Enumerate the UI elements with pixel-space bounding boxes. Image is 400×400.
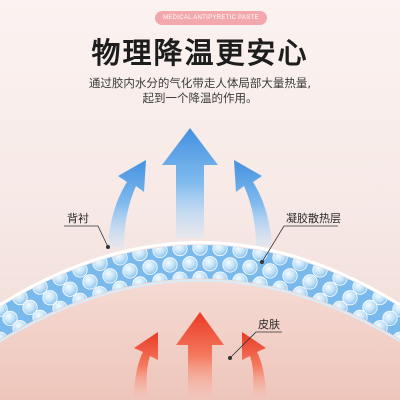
label-skin: 皮肤: [258, 318, 280, 331]
cool-arrow-center: [162, 128, 218, 238]
product-badge: MEDICAL ANTIPYRETIC PASTE: [155, 11, 267, 25]
gel-bubble: [242, 259, 258, 275]
description-line-1: 通过胶内水分的气化带走人体局部大量热量,: [88, 76, 312, 90]
gel-bubble: [262, 263, 278, 279]
skin-pointer: [229, 331, 282, 359]
gel-bubble: [382, 310, 398, 326]
gel-bubble: [0, 301, 8, 317]
cool-arrows: [108, 128, 272, 248]
description-line-2: 起到一个降温的作用。: [142, 91, 258, 105]
heat-arrows: [134, 312, 266, 400]
gel-bubble: [302, 274, 318, 290]
gel-bubble: [82, 274, 98, 290]
gel-bubble: [192, 245, 208, 256]
gel-bubble: [322, 281, 338, 297]
gel-pointer: [261, 225, 338, 263]
gel-bubble: [22, 299, 38, 315]
gel-bubble: [342, 290, 358, 306]
heat-arrow-left: [134, 332, 158, 400]
cool-arrow-left: [108, 160, 146, 248]
gel-bubble: [142, 259, 158, 275]
gel-bubble: [122, 263, 138, 279]
gel-bubble: [282, 268, 298, 284]
heat-arrow-right: [242, 332, 266, 400]
gel-bubble: [102, 268, 118, 284]
label-gel-layer: 凝胶散热层: [286, 212, 341, 225]
gel-bubble: [182, 256, 198, 272]
gel-bubble: [162, 257, 178, 273]
gel-bubble: [362, 299, 378, 315]
heat-arrow-center: [176, 312, 224, 400]
headline: 物理降温更安心: [91, 36, 309, 70]
gel-bubble: [42, 290, 58, 306]
backing-film: [0, 241, 400, 307]
backing-pointer: [64, 225, 109, 248]
product-badge-text: MEDICAL ANTIPYRETIC PASTE: [163, 15, 259, 21]
label-backing: 背衬: [67, 212, 89, 225]
gel-bubble: [62, 281, 78, 297]
gel-bubble: [2, 310, 18, 326]
cool-arrow-right: [234, 160, 272, 248]
gel-bubble: [222, 257, 238, 273]
gel-bubble: [202, 256, 218, 272]
